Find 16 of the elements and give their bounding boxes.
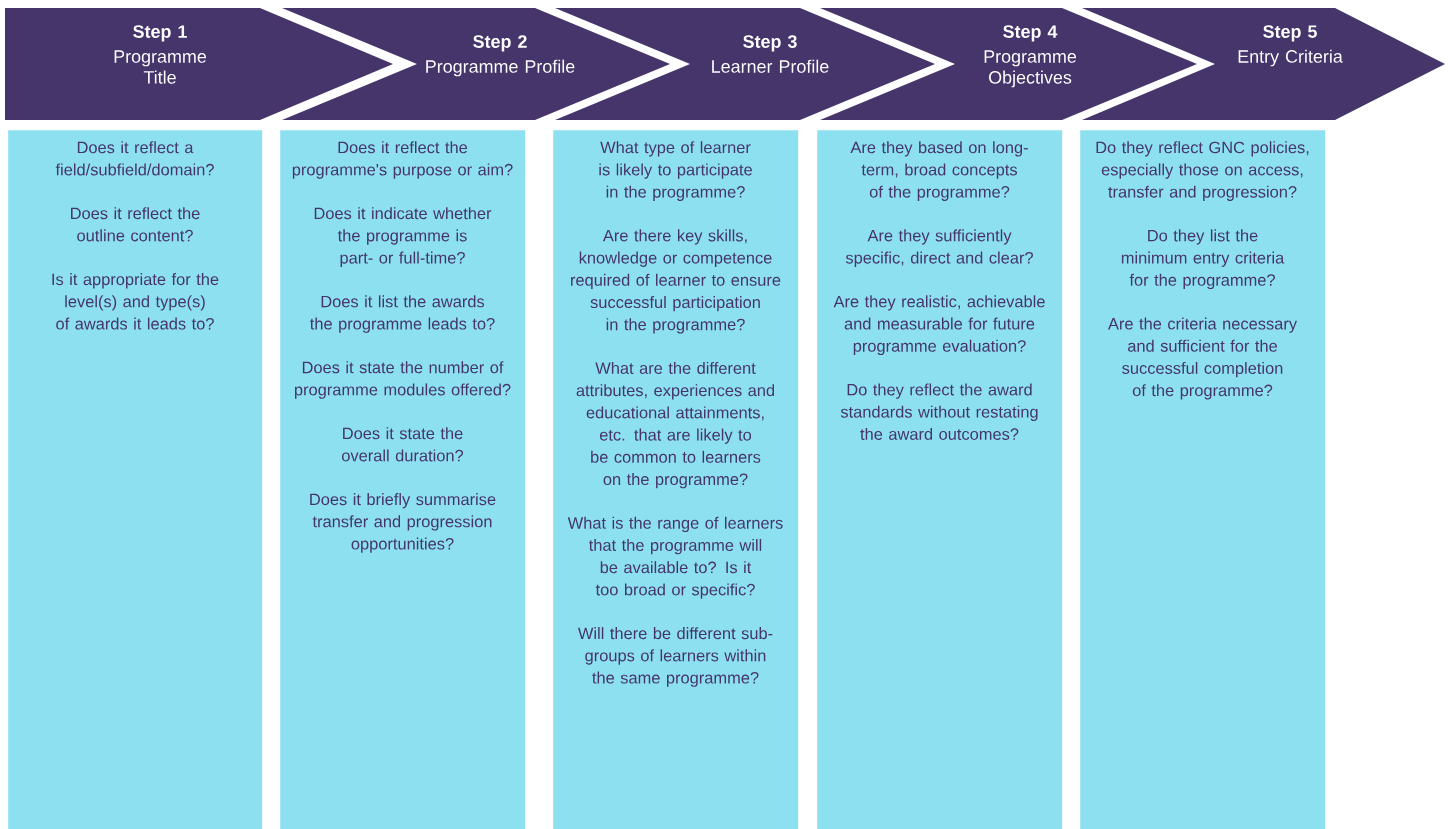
node-label: Step 5 (1263, 25, 1317, 42)
node-label: Step 1 (133, 25, 187, 42)
node-label: Step 2 (473, 35, 527, 52)
step-header: Step 5 Entry Criteria (1082, 8, 1445, 120)
node-label: Programme Title (114, 50, 207, 84)
question-column: Do they reflect GNC policies, especially those on access, transfer and progression? Do they list the minimum entry criteria for the programme? Are the criteria necessary and sufficient for the successful completion of the programme? (1080, 130, 1326, 829)
step-header: Step 2 Programme Profile (282, 8, 670, 120)
step-header: Step 1 Programme Title (5, 8, 393, 120)
question-column: Does it reflect a field/subfield/domain? Does it reflect the outline content? Is it appropriate for the level(s) and type(s) of awards it leads to? (8, 130, 263, 829)
node-label: Entry Criteria (1238, 49, 1343, 67)
node-label: Step 3 (743, 35, 797, 52)
question-column: What type of learner is likely to participate in the programme? Are there key skills, knowledge or competence required of learner to ensure successful participation in the programme? What are the different attributes, experiences and educational attainments, etc. that are likely to be common to learners on the programme? What is the range of learners that the programme will be available to? Is it too broad or specific? Will there be different sub-groups of learners within the same programme? (553, 130, 799, 829)
node-label: Programme Objectives (984, 50, 1077, 88)
question-column: Does it reflect the programme's purpose or aim? Does it indicate whether the programme is part- or full-time? Does it list the awards the programme leads to? Does it state the number of programme modules offered? Does it state the overall duration? Does it briefly summarise transfer and progression opportunities? (280, 130, 526, 829)
node-label: Step 4 (1003, 25, 1058, 42)
question-column: Are they based on long-term, broad concepts of the programme? Are they sufficiently specific, direct and clear? Are they realistic, achievable and measurable for future programme evaluation? Do they reflect the award standards without restating the award outcomes? (817, 130, 1063, 829)
